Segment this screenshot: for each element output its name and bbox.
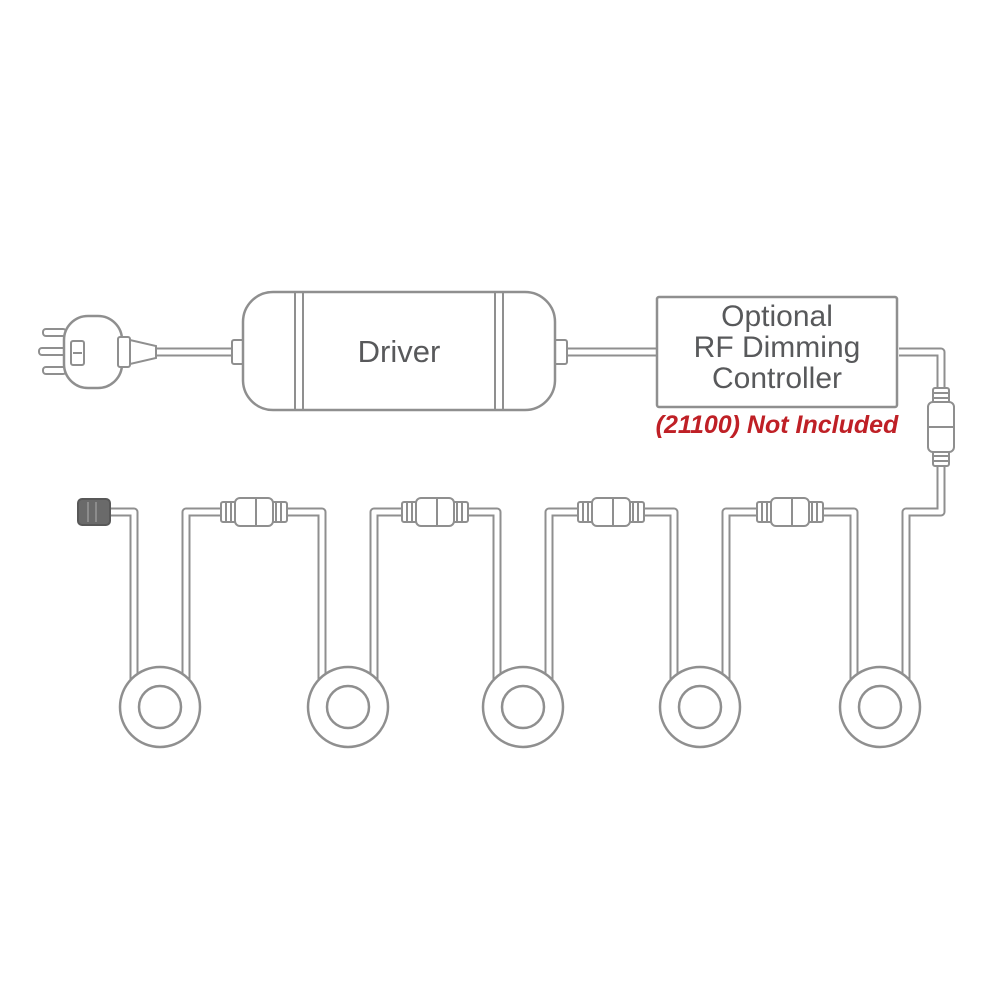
controller-outline xyxy=(655,295,899,409)
inline-connector-4 xyxy=(756,497,824,527)
driver-outline xyxy=(241,290,557,412)
inline-connector-2 xyxy=(401,497,469,527)
rf-output-connector xyxy=(927,387,955,467)
driver-box: Driver xyxy=(241,290,557,412)
wires xyxy=(100,347,946,705)
power-plug-icon xyxy=(38,314,157,390)
puck-light-4 xyxy=(658,665,742,749)
driver-label: Driver xyxy=(358,334,441,369)
not-included-note: (21100) Not Included xyxy=(656,411,899,439)
inline-connector-3 xyxy=(577,497,645,527)
plug-prong-bottom xyxy=(42,366,67,375)
inline-connector-1 xyxy=(220,497,288,527)
puck-light-5 xyxy=(838,665,922,749)
wire-core xyxy=(100,349,944,703)
controller-label-line2: RF Dimming xyxy=(694,331,861,364)
plug-prong-middle xyxy=(38,347,67,356)
controller-box: Optional RF Dimming Controller xyxy=(655,295,899,409)
plug-strain-relief xyxy=(129,338,157,366)
plug-prong-top xyxy=(42,328,67,337)
plug-collar xyxy=(117,336,131,368)
puck-light-2 xyxy=(306,665,390,749)
puck-light-1 xyxy=(118,665,202,749)
controller-label-line1: Optional xyxy=(721,300,833,333)
end-cap xyxy=(77,498,111,526)
puck-light-3 xyxy=(481,665,565,749)
controller-label-line3: Controller xyxy=(712,362,842,395)
